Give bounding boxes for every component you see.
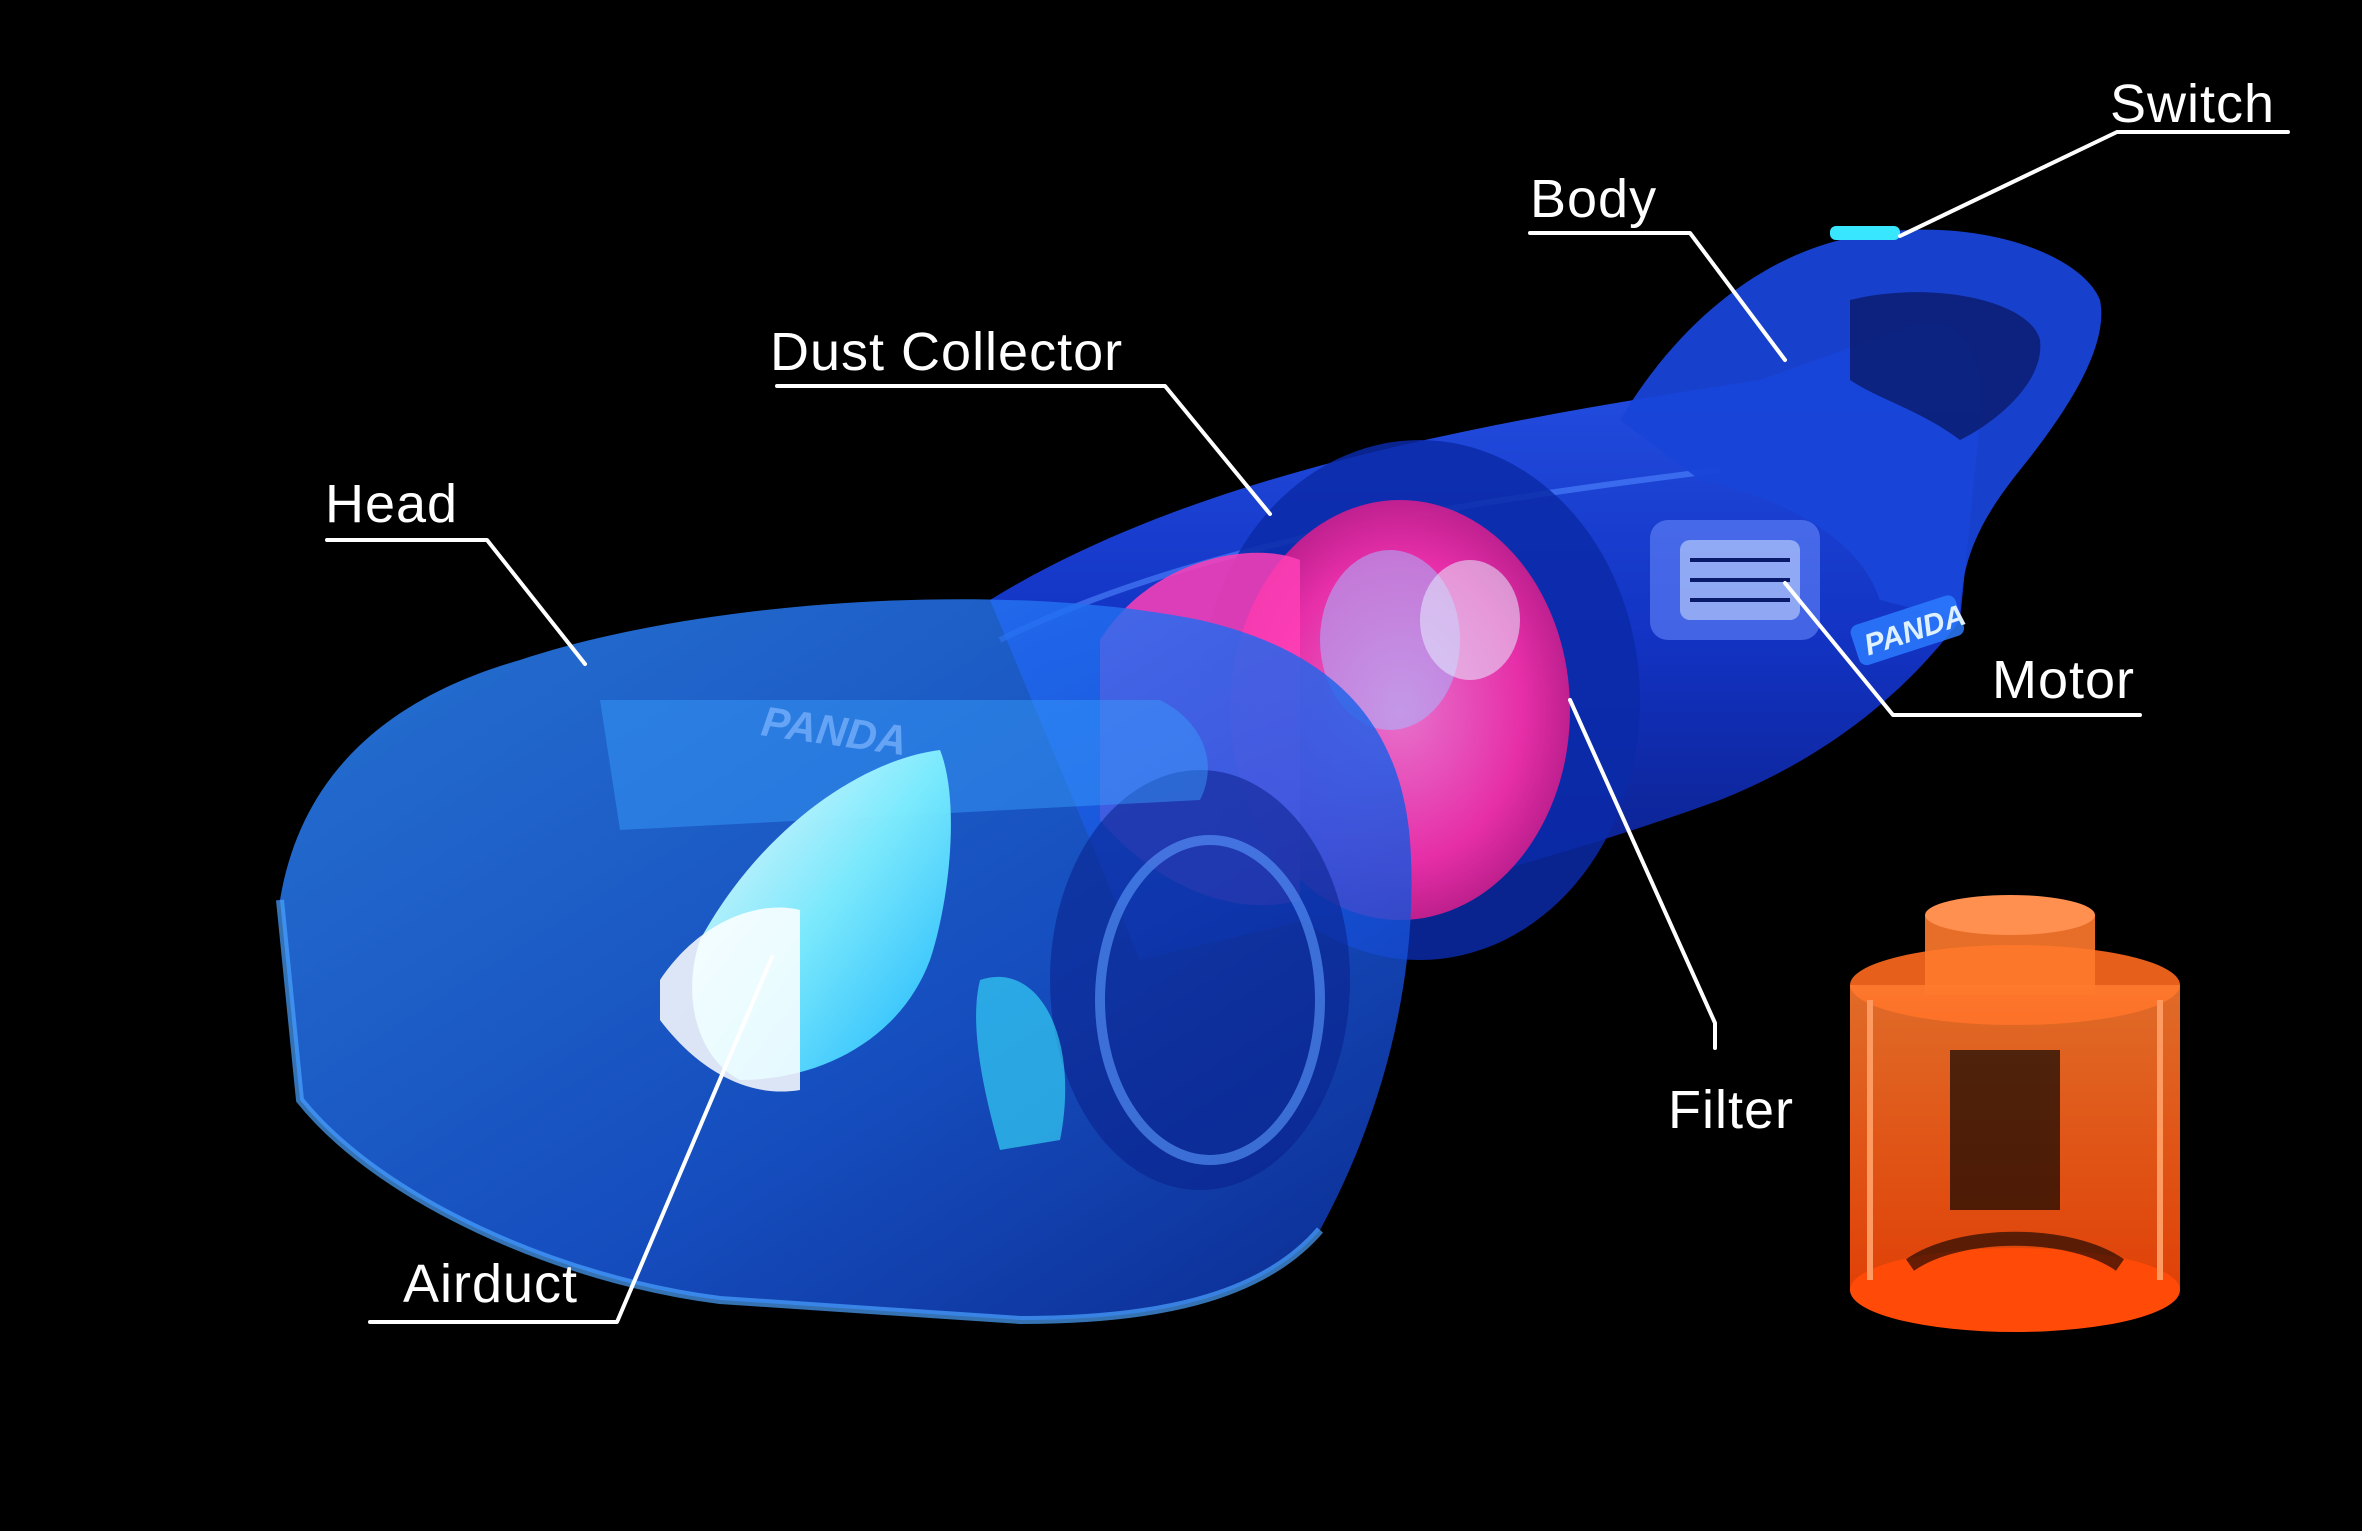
vacuum-handle <box>1620 226 2102 621</box>
leader-lines <box>325 130 2290 1324</box>
leader-airduct <box>368 955 774 1324</box>
label-body: Body <box>1530 169 1657 229</box>
leader-body <box>1528 231 1787 362</box>
label-filter: Filter <box>1668 1080 1794 1140</box>
part-labels: Switch Body Dust Collector Head Motor Fi… <box>325 74 2275 1314</box>
leader-switch <box>1898 130 2290 238</box>
vacuum-head: PANDA <box>276 599 1412 1325</box>
leader-motor <box>1783 581 2142 717</box>
filter-part <box>1850 895 2180 1332</box>
leader-filter <box>1568 698 1717 1050</box>
label-switch: Switch <box>2110 74 2275 134</box>
leader-head <box>325 538 587 666</box>
label-dust-collector: Dust Collector <box>770 322 1123 382</box>
label-airduct: Airduct <box>403 1254 578 1314</box>
switch-button <box>1830 226 1900 240</box>
label-head: Head <box>325 474 458 534</box>
vacuum-motor <box>1650 520 1820 640</box>
leader-dust-collector <box>775 384 1272 516</box>
label-motor: Motor <box>1992 650 2135 710</box>
